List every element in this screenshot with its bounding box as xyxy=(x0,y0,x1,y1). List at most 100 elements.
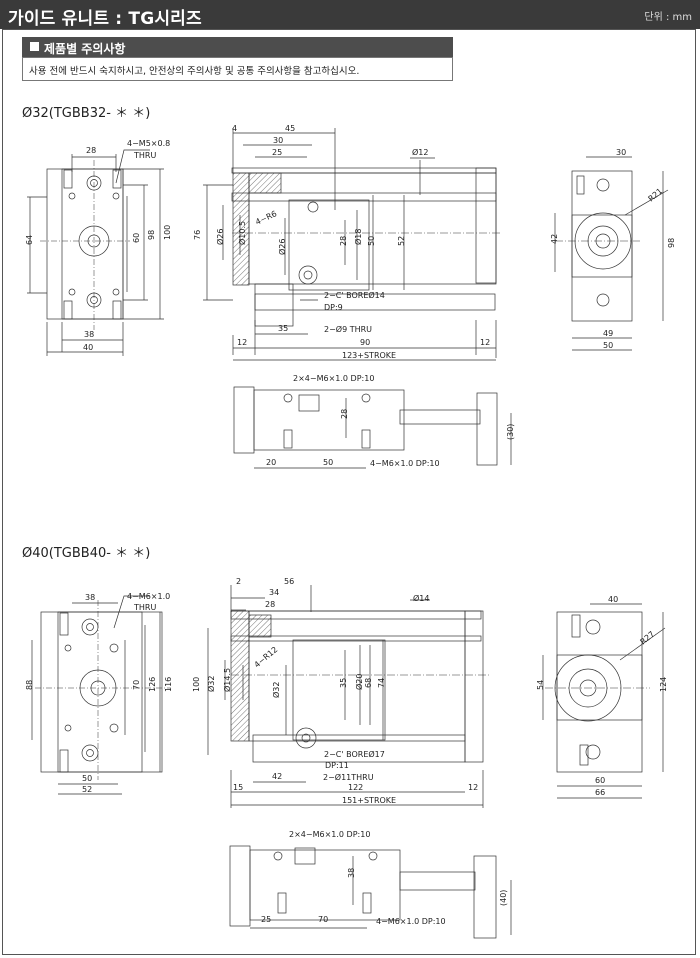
side32-dim35: 35 xyxy=(278,324,288,333)
rear32-dim50: 50 xyxy=(603,341,613,350)
side32-thru: 2−Ø9 THRU xyxy=(324,324,372,334)
side32-dim4: 4 xyxy=(232,124,237,133)
bottom-view-32 xyxy=(233,386,512,469)
side32-dim90: 90 xyxy=(360,338,370,347)
model-title-32: Ø32(TGBB32- ＊ ＊) xyxy=(22,106,151,121)
rear32-dim98: 98 xyxy=(667,238,676,248)
bottom32-dim30: (30) xyxy=(506,424,515,440)
rear40-dim54: 54 xyxy=(536,680,545,690)
rear40-r27: R27 xyxy=(639,630,657,647)
front40-dim38: 38 xyxy=(85,593,95,602)
side40-dim2: 2 xyxy=(236,577,241,586)
side40-dim28: 28 xyxy=(265,600,275,609)
front40-tap: 4−M6×1.0 xyxy=(127,592,170,601)
side32-dp: DP:9 xyxy=(324,303,343,312)
rear40-dim40: 40 xyxy=(608,595,618,604)
side40-dim34: 34 xyxy=(269,588,279,597)
page-header: 가이드 유니트 : TG시리즈 단위 : mm xyxy=(0,0,700,29)
rear32-dim42: 42 xyxy=(550,234,559,244)
side40-phi32h: Ø32 xyxy=(271,682,281,698)
bottom32-tap1: 2×4−M6×1.0 DP:10 xyxy=(293,374,374,383)
front40-thru: THRU xyxy=(133,603,156,612)
side32-dim12a: 12 xyxy=(237,338,247,347)
side40-stroke: 151+STROKE xyxy=(342,796,396,805)
bottom32-dim20: 20 xyxy=(266,458,276,467)
rear32-dim49: 49 xyxy=(603,329,613,338)
bottom40-dim70: 70 xyxy=(318,915,328,924)
side32-phi26h: Ø26 xyxy=(277,239,287,255)
front40-dim116: 116 xyxy=(164,677,173,692)
front32-dim64: 64 xyxy=(25,235,34,245)
side40-dim122: 122 xyxy=(348,783,363,792)
front32-dim100: 100 xyxy=(163,225,172,240)
front32-dim60: 60 xyxy=(132,233,141,243)
bottom32-dim50: 50 xyxy=(323,458,333,467)
side32-dim28: 28 xyxy=(339,236,348,246)
side32-phi18: Ø18 xyxy=(353,229,363,245)
side32-dim12b: 12 xyxy=(480,338,490,347)
side32-phi105: Ø10.5 xyxy=(237,221,247,245)
side40-phi32: Ø32 xyxy=(206,676,216,692)
side32-phi26: Ø26 xyxy=(215,229,225,245)
front40-dim88: 88 xyxy=(25,680,34,690)
side40-phi14: Ø14 xyxy=(413,593,429,603)
labels-40: 38 4−M6×1.0 THRU 88 70 126 116 50 52 2 5… xyxy=(25,577,668,926)
front40-dim126: 126 xyxy=(148,677,157,692)
rear32-r21: R21 xyxy=(647,187,665,204)
side40-bore: 2−C' BOREØ17 xyxy=(324,749,385,759)
rear32-dim30: 30 xyxy=(616,148,626,157)
rear-view-32 xyxy=(554,156,669,351)
side40-dim100: 100 xyxy=(192,677,201,692)
side32-dim30: 30 xyxy=(273,136,283,145)
front32-dim40: 40 xyxy=(83,343,93,352)
side32-dim50: 50 xyxy=(367,236,376,246)
front40-dim52: 52 xyxy=(82,785,92,794)
side40-dim35: 35 xyxy=(339,678,348,688)
bottom40-tap1: 2×4−M6×1.0 DP:10 xyxy=(289,830,370,839)
content-frame xyxy=(2,29,696,955)
front32-tap: 4−M5×0.8 xyxy=(127,139,170,148)
front40-dim50: 50 xyxy=(82,774,92,783)
rear40-dim124: 124 xyxy=(659,677,668,692)
side-view-32 xyxy=(203,128,500,361)
side32-dim45: 45 xyxy=(285,124,295,133)
notice-body: 사용 전에 반드시 숙지하시고, 안전상의 주의사항 및 공통 주의사항을 참고… xyxy=(22,57,453,81)
front-view-40 xyxy=(31,595,170,795)
side40-dp: DP:11 xyxy=(325,761,349,770)
front32-dim98: 98 xyxy=(147,230,156,240)
unit-label: 단위 : mm xyxy=(644,12,692,23)
side40-dim42: 42 xyxy=(272,772,282,781)
bottom40-dim38: 38 xyxy=(347,868,356,878)
front32-dim38: 38 xyxy=(84,330,94,339)
side40-phi20: Ø20 xyxy=(354,674,364,690)
front32-thru: THRU xyxy=(133,151,156,160)
side32-bore: 2−C' BOREØ14 xyxy=(324,290,385,300)
notice-text: 사용 전에 반드시 숙지하시고, 안전상의 주의사항 및 공통 주의사항을 참고… xyxy=(29,66,360,77)
bottom40-dim25: 25 xyxy=(261,915,271,924)
side40-thru: 2−Ø11THRU xyxy=(323,772,374,782)
rear-view-40 xyxy=(542,603,666,799)
bottom40-tap2: 4−M6×1.0 DP:10 xyxy=(376,917,446,926)
side32-phi12: Ø12 xyxy=(412,147,428,157)
page-title: 가이드 유니트 : TG시리즈 xyxy=(8,9,202,29)
side40-phi145: Ø14.5 xyxy=(222,668,232,692)
side32-dim52: 52 xyxy=(397,236,406,246)
side40-dim15: 15 xyxy=(233,783,243,792)
side32-dim76: 76 xyxy=(193,230,202,240)
bottom32-dim28: 28 xyxy=(340,409,349,419)
side32-stroke: 123+STROKE xyxy=(342,351,396,360)
front32-dim28: 28 xyxy=(86,146,96,155)
side40-dim56: 56 xyxy=(284,577,294,586)
labels-32: 28 4−M5×0.8 THRU 64 60 98 100 38 40 4 45… xyxy=(25,124,676,468)
model-title-40: Ø40(TGBB40- ＊ ＊) xyxy=(22,546,151,561)
square-icon xyxy=(30,42,39,51)
notice-title: 제품별 주의사항 xyxy=(44,42,126,56)
bottom32-tap2: 4−M6×1.0 DP:10 xyxy=(370,459,440,468)
front40-dim70: 70 xyxy=(132,680,141,690)
side40-dim68: 68 xyxy=(364,678,373,688)
side40-r12: 4−R12 xyxy=(253,645,280,670)
bottom40-dim40: (40) xyxy=(499,890,508,906)
side-view-40 xyxy=(207,585,490,808)
